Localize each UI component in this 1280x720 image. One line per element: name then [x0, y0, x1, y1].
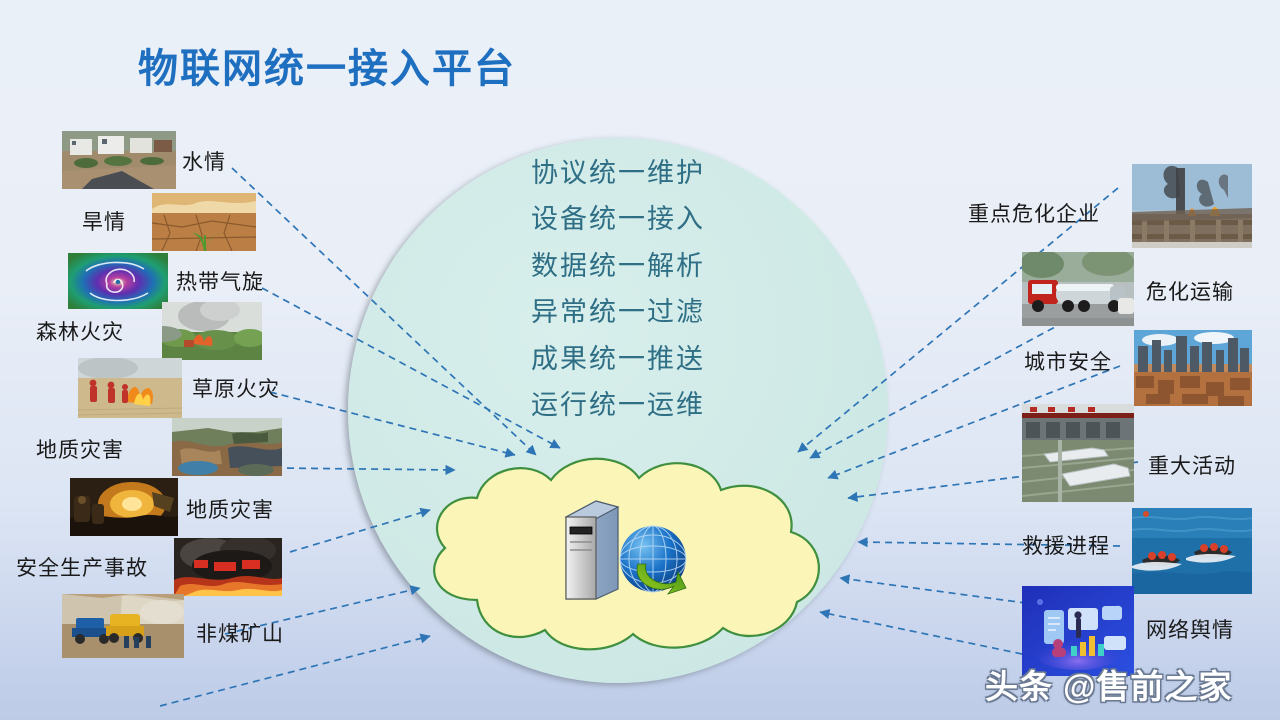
left-item-label: 热带气旋 [176, 271, 264, 294]
right-item-label: 危化运输 [1146, 281, 1234, 304]
capability-line: 成果统一推送 [531, 343, 705, 374]
mine-tunnel-photo [70, 478, 178, 536]
globe-icon [612, 520, 694, 602]
capability-line: 异常统一过滤 [531, 297, 705, 328]
page-title: 物联网统一接入平台 [138, 47, 516, 91]
left-item-label: 非煤矿山 [196, 623, 284, 646]
right-item-label: 城市安全 [1024, 351, 1112, 374]
online-opinion-photo [1022, 586, 1134, 676]
forest-fire-photo [162, 302, 262, 360]
right-item-label: 重点危化企业 [968, 203, 1100, 226]
left-item-label: 地质灾害 [186, 499, 274, 522]
left-item-label: 草原火灾 [192, 378, 280, 401]
industrial-accident-photo [174, 538, 282, 596]
server-icon [562, 495, 622, 605]
grassland-fire-photo [78, 358, 182, 418]
left-item-label: 森林火灾 [36, 321, 124, 344]
chemical-plant-photo [1132, 164, 1252, 248]
capability-line: 设备统一接入 [531, 204, 705, 235]
platform-capability-list: 协议统一维护 设备统一接入 数据统一解析 异常统一过滤 成果统一推送 运行统一运… [348, 150, 888, 429]
drought-photo [152, 193, 256, 251]
left-item-label: 安全生产事故 [16, 557, 148, 580]
right-item-label: 救援进程 [1022, 535, 1110, 558]
left-item-label: 地质灾害 [36, 439, 124, 462]
capability-line: 数据统一解析 [531, 250, 705, 281]
geological-disaster-photo [172, 418, 282, 476]
flood-photo [62, 131, 176, 189]
city-skyline-photo [1134, 330, 1252, 406]
tanker-truck-photo [1022, 252, 1134, 326]
right-item-label: 网络舆情 [1146, 619, 1234, 642]
non-coal-mine-photo [62, 594, 184, 658]
left-item-label: 水情 [182, 151, 226, 174]
capability-line: 协议统一维护 [531, 158, 705, 188]
capability-line: 运行统一运维 [531, 390, 705, 421]
rescue-boats-photo [1132, 508, 1252, 594]
watermark: 头条 @售前之家 [985, 668, 1233, 705]
tropical-cyclone-photo [68, 253, 168, 309]
right-item-label: 重大活动 [1148, 455, 1236, 478]
left-item-label: 旱情 [82, 211, 126, 234]
railway-station-photo [1022, 404, 1134, 502]
